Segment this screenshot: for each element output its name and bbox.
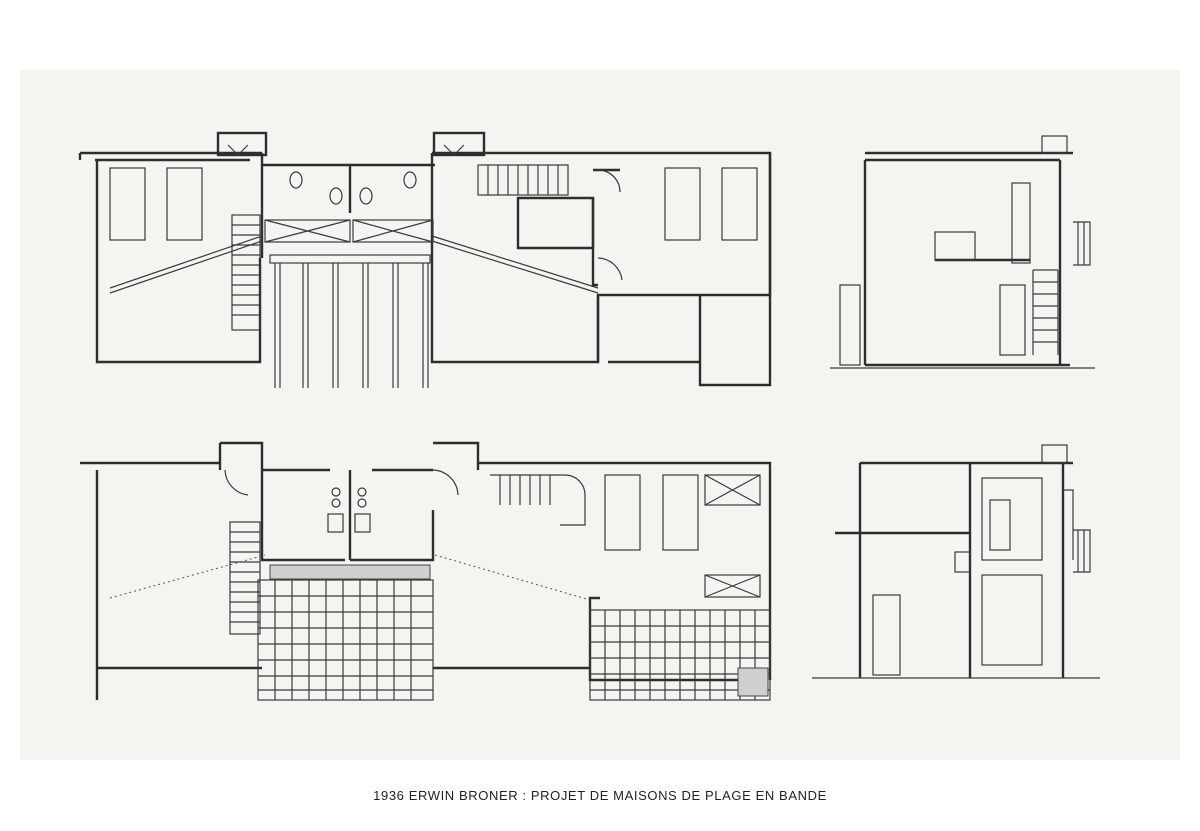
ground-floor-plan — [80, 441, 772, 701]
section-upper — [830, 135, 1095, 369]
drawing-caption: 1936 ERWIN BRONER : PROJET DE MAISONS DE… — [373, 788, 827, 803]
upper-floor-plan — [78, 131, 772, 388]
elevation-lower — [812, 444, 1100, 679]
paper-background — [20, 70, 1180, 760]
architectural-drawing — [78, 131, 1100, 701]
